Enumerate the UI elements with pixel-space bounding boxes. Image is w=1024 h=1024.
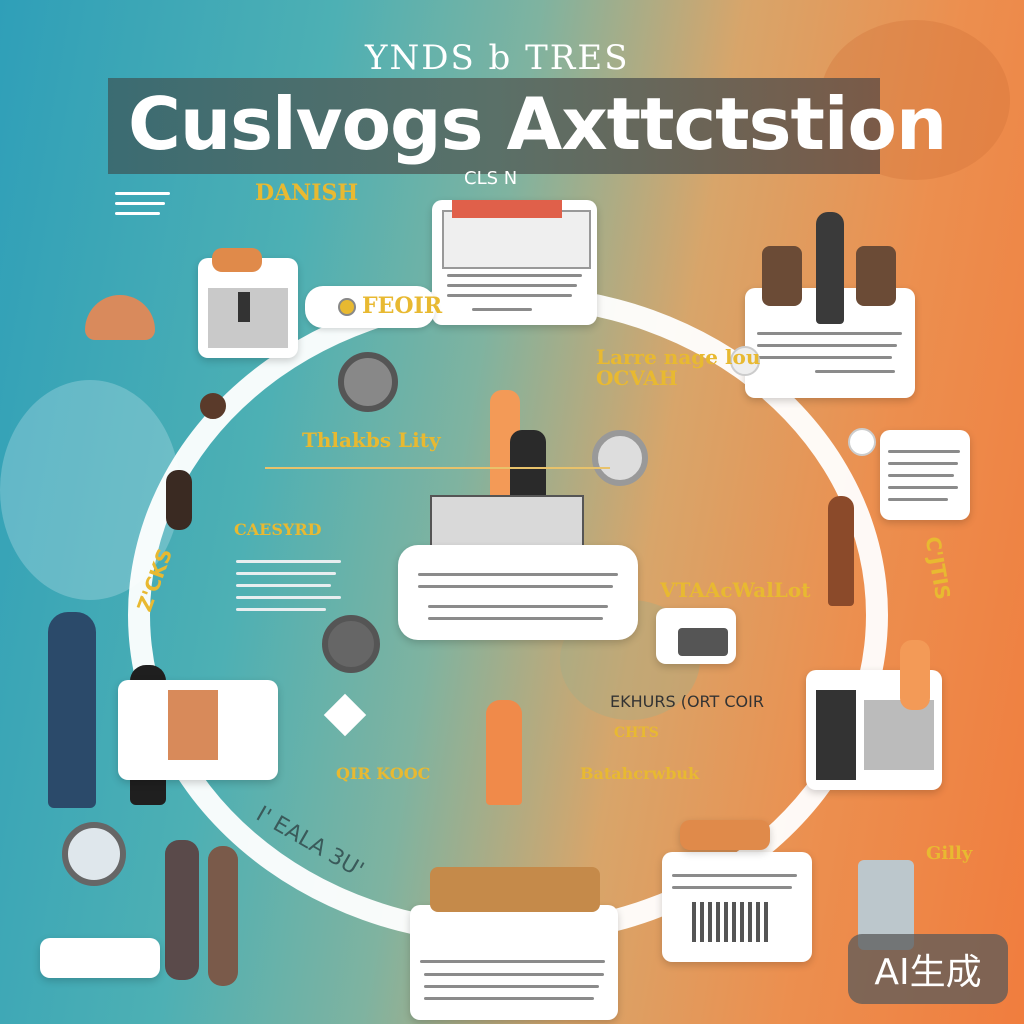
stage-card-desk (118, 680, 278, 780)
circle-icon (730, 346, 760, 376)
center-subheading: OCVAH (596, 366, 678, 390)
text-block (236, 550, 346, 620)
person-figure (816, 212, 844, 324)
stage-card-store (198, 248, 298, 358)
person-figure (208, 846, 238, 986)
title-banner (108, 78, 880, 174)
stage-card-counter (680, 820, 770, 850)
person-figure (900, 640, 930, 710)
smile-icon (338, 298, 356, 316)
person-figure (856, 246, 896, 306)
stage-card-board (656, 608, 736, 664)
page-tagline: CLS N (464, 168, 518, 189)
person-figure (762, 246, 802, 306)
info-snippet (115, 188, 175, 238)
connector-line (265, 467, 610, 469)
sub-label: CHTS (614, 725, 659, 741)
left-small-heading: CAESYRD (234, 520, 322, 539)
person-figure (486, 700, 522, 805)
person-figure (48, 612, 96, 808)
center-right-label: EKHURS (ORT COIR (610, 692, 764, 711)
notice-icon (848, 428, 876, 456)
section-heading: DANISH (255, 180, 359, 206)
stage-label: FEOIR (362, 293, 443, 319)
stage-pill (305, 286, 435, 328)
avatar (200, 393, 226, 419)
bottom-mid-label: Batahcrwbuk (580, 764, 700, 783)
clock-icon (338, 352, 398, 412)
spiral-icon (62, 822, 126, 886)
right-heading: VTAAcWalLot (660, 578, 811, 602)
stage-card-report (662, 852, 812, 962)
stage-card-main (398, 545, 638, 640)
stage-card-shop (432, 200, 597, 325)
person-figure (166, 470, 192, 530)
page-title: Cuslvogs Axttctstion (128, 82, 947, 166)
stage-card-cart (40, 938, 160, 978)
stage-card-bottom (410, 867, 618, 1020)
stage-card-info (880, 430, 970, 520)
person-figure (165, 840, 199, 980)
page-subtitle: YNDS b TRES (365, 38, 630, 78)
ai-generated-badge: AI生成 (848, 934, 1008, 1004)
ring-label-right: C'JTIS (920, 534, 956, 602)
center-heading: Larre nage lou (596, 345, 761, 369)
gear-icon (592, 430, 648, 486)
person-figure (828, 496, 854, 606)
bottom-right-label: Gilly (926, 843, 973, 864)
person-figure (85, 295, 155, 340)
mirror-icon (322, 615, 380, 673)
bottom-left-label: QIR KOOC (336, 764, 431, 783)
left-heading: Thlakbs Lity (302, 428, 441, 452)
